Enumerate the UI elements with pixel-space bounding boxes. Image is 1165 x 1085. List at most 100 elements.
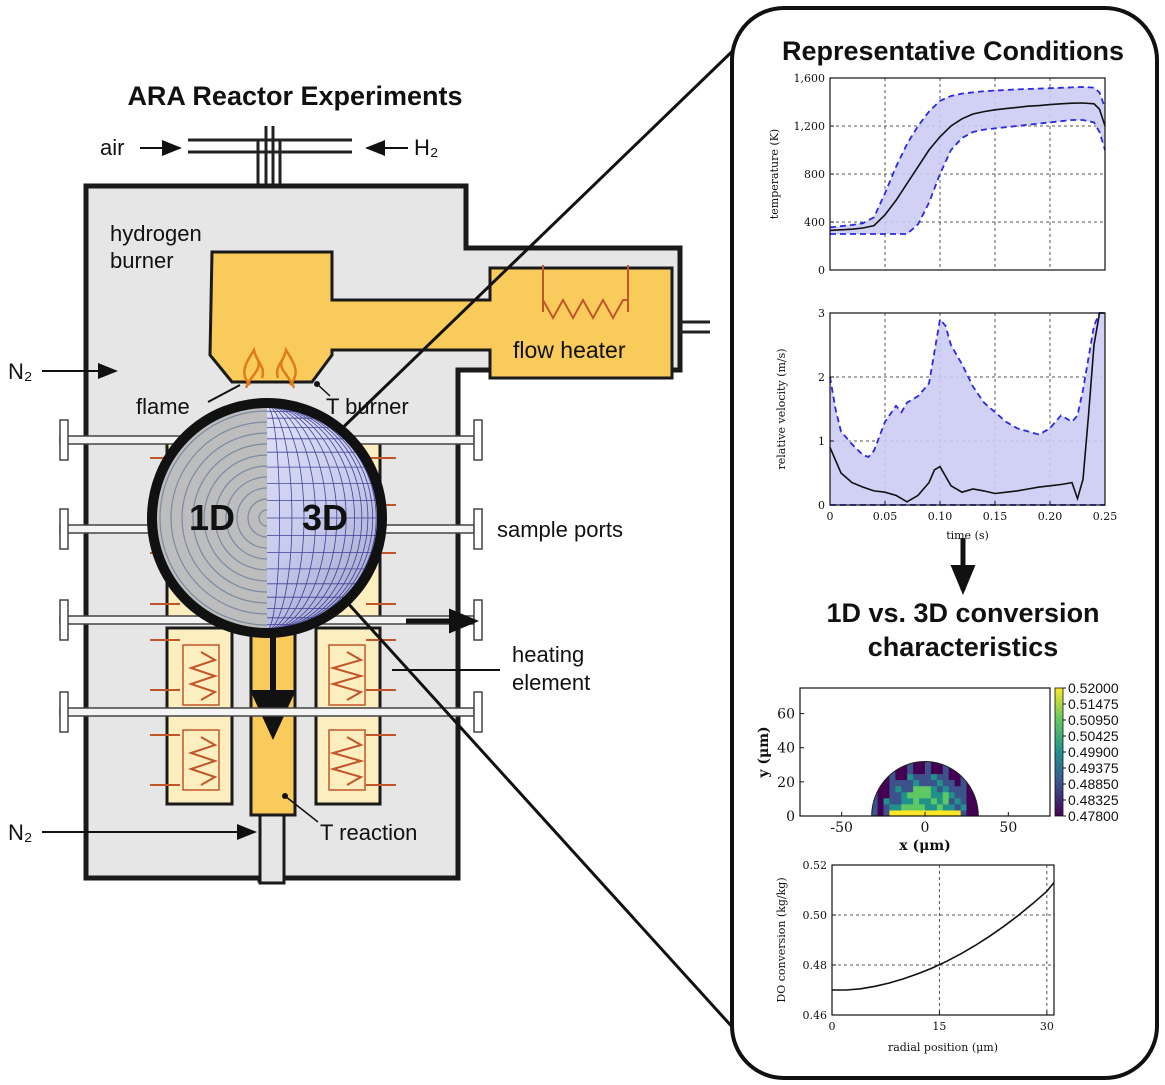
conversion-heading-line2: characteristics [868,632,1059,662]
chart-band [830,313,1105,505]
heatmap-cell [901,779,908,787]
heatmap-cell [889,791,896,799]
zoom-line-bottom [343,598,746,1042]
heatmap-colorbar-label: 0.48325 [1068,792,1119,808]
reactor-schematic: ARA Reactor Experiments air H₂ flow heat… [8,38,746,1042]
heatmap-cell [936,767,944,775]
heatmap-cell [954,785,961,793]
particle-3d-half [267,405,380,631]
chart-mean-line [829,102,1106,232]
chart-tick-label-y: 800 [804,168,825,181]
particle-1d-ring [247,498,267,538]
flame-icon [243,346,297,389]
heatmap-cell [907,791,914,799]
sample-ports-label: sample ports [497,517,623,542]
heatmap-cell [942,809,950,816]
heatmap-cell [889,779,896,787]
heatmap-cell [901,767,908,775]
heatmap-cell [930,797,938,805]
chart-tick-label-y: 0 [818,499,825,512]
heatmap-cell [954,803,961,811]
heatmap-cell [883,779,890,787]
heatmap-cell [907,761,914,768]
sample-port-cap-left [59,691,69,733]
heatmap-cell [895,767,902,775]
diagram-title: ARA Reactor Experiments [127,81,462,111]
heatmap-cell [960,809,967,816]
heatmap-cell [948,773,956,781]
heatmap-cell [960,791,967,799]
n2-bottom-label: N₂ [8,820,32,845]
heatmap-cell [871,797,879,805]
heatmap-cell [966,791,973,799]
heatmap-cell [954,773,961,781]
heatmap-cell [889,803,896,811]
sample-port-cap-right [473,599,483,641]
heatmap-cell [930,767,938,775]
heatmap-cell [919,773,926,781]
heatmap-colorbar-label: 0.50950 [1068,712,1119,728]
heatmap-cell [895,779,902,787]
particle-1d-half [155,406,267,630]
heatmap-cell [901,785,908,793]
heatmap-cell [936,773,944,781]
heatmap-cell [889,785,896,793]
t-burner-label: T burner [326,394,409,419]
heatmap-cell [907,785,914,793]
heatmap-cell [930,809,938,816]
heatmap-tick-label-y: 0 [786,809,795,825]
heatmap-cell [948,791,956,799]
heatmap-y-axis-label: y (μm) [756,726,772,778]
particle-1d-ring [236,487,267,549]
chart-tick-label-x: 0.10 [928,510,953,523]
flame-pointer [207,384,241,403]
chart-band-lower-line [830,119,1106,235]
heatmap-cell [919,803,926,811]
heatmap-cell [930,785,938,793]
heatmap-cell [895,785,902,793]
chart-tick-label-x: 30 [1040,1020,1054,1033]
heatmap-cell [919,809,926,816]
air-label: air [100,135,124,160]
heatmap-cell [972,803,979,811]
heatmap-cell [919,785,926,793]
chart-tick-label-y: 0 [818,264,825,277]
heatmap-cell [972,809,979,816]
sample-port-rod [59,707,475,717]
heatmap-cell [942,767,950,775]
chart-tick-label-y: 0.46 [803,1009,828,1022]
heatmap-cell [913,809,920,816]
heatmap-cell [925,791,932,799]
heatmap-cell [871,809,879,816]
heatmap-cell [960,803,967,811]
panel-heading: Representative Conditions [782,36,1124,66]
conditions-panel: Representative Conditions 04008001,2001,… [730,6,1159,1080]
heatmap-colorbar [1054,687,1064,817]
heatmap-cell [954,779,961,787]
sample-port-cap-right [473,419,483,461]
chart-y-axis-label: temperature (K) [768,129,781,219]
chart-tick-label-y: 0.52 [803,859,828,872]
chart-tick-label-x: 0.25 [1093,510,1118,523]
heatmap-cell [907,809,914,816]
heatmap-tick-label-y: 60 [777,707,795,723]
chart-tick-label-y: 3 [818,307,825,320]
heatmap-cell [948,809,956,816]
heatmap-cell [942,779,950,787]
chart-y-axis-label: DO conversion (kg/kg) [775,877,788,1002]
heatmap-cell [919,797,926,805]
heatmap-cell [895,791,902,799]
heatmap-cell [948,797,956,805]
chart-tick-label-y: 1 [818,435,825,448]
heatmap-cell [930,779,938,787]
heatmap-cell [942,803,950,811]
heatmap-cell [925,761,932,768]
heatmap-cell [907,767,914,775]
flow-heater-coil [542,265,629,321]
particle-3d-label: 3D [302,497,348,538]
heatmap-cell [966,785,973,793]
sample-port-cap-left [59,508,69,550]
